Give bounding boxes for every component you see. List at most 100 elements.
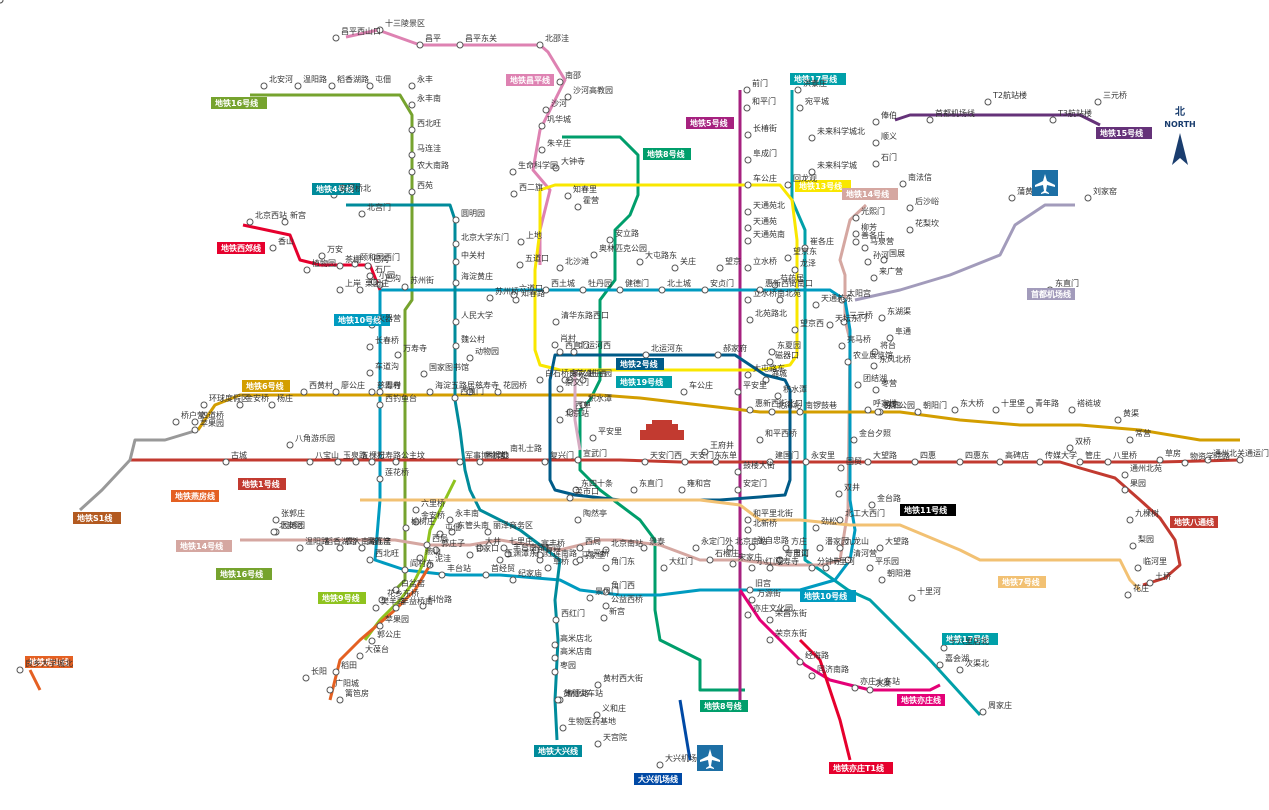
station-label[interactable]: 郭公庄 — [377, 629, 401, 639]
station-label[interactable]: 四惠东 — [965, 450, 989, 460]
station-marker[interactable] — [556, 264, 564, 272]
station-marker[interactable] — [850, 436, 858, 444]
station-marker[interactable] — [1008, 194, 1016, 202]
station-label[interactable]: 东湖渠 — [887, 306, 911, 316]
station-marker[interactable] — [840, 318, 848, 326]
station-marker[interactable] — [872, 118, 880, 126]
station-marker[interactable] — [812, 524, 820, 532]
station-marker[interactable] — [496, 556, 504, 564]
station-marker[interactable] — [748, 596, 756, 604]
station-label[interactable]: 荣京东街 — [775, 628, 807, 638]
station-marker[interactable] — [408, 151, 416, 159]
station-marker[interactable] — [552, 164, 560, 172]
station-marker[interactable] — [743, 86, 751, 94]
station-marker[interactable] — [476, 458, 484, 466]
station-label[interactable]: 太阳宫 — [847, 288, 871, 298]
station-marker[interactable] — [658, 286, 666, 294]
station-marker[interactable] — [246, 218, 254, 226]
station-marker[interactable] — [270, 528, 278, 536]
station-marker[interactable] — [556, 416, 564, 424]
station-marker[interactable] — [303, 266, 311, 274]
station-label[interactable]: 西单 — [575, 400, 591, 410]
station-label[interactable]: 金台路 — [877, 493, 901, 503]
station-marker[interactable] — [746, 316, 754, 324]
station-label[interactable]: 传媒大学 — [1045, 450, 1077, 460]
station-label[interactable]: 陶然亭 — [583, 508, 607, 518]
station-label[interactable]: 东大桥 — [960, 398, 984, 408]
station-marker[interactable] — [590, 251, 598, 259]
station-label[interactable]: 桥户营 — [181, 410, 205, 420]
station-marker[interactable] — [436, 530, 444, 538]
station-label[interactable]: 富丰桥 — [541, 538, 565, 548]
station-label[interactable]: 物资学院路 — [1190, 451, 1230, 461]
station-marker[interactable] — [392, 458, 400, 466]
station-label[interactable]: 惠新西街南口 — [765, 278, 813, 288]
station-marker[interactable] — [570, 348, 578, 356]
station-label[interactable]: 北京西站 — [255, 210, 287, 220]
station-marker[interactable] — [408, 168, 416, 176]
station-marker[interactable] — [791, 326, 799, 334]
station-marker[interactable] — [606, 236, 614, 244]
station-marker[interactable] — [743, 104, 751, 112]
station-label[interactable]: 中关村 — [461, 250, 485, 260]
station-label[interactable]: 永丰南 — [417, 93, 441, 103]
station-marker[interactable] — [448, 528, 456, 536]
station-marker[interactable] — [332, 34, 340, 42]
station-label[interactable]: 北运河西 — [579, 340, 611, 350]
station-marker[interactable] — [541, 458, 549, 466]
station-label[interactable]: 健德门 — [625, 278, 649, 288]
station-marker[interactable] — [681, 458, 689, 466]
station-label[interactable]: 长椿街 — [753, 123, 777, 133]
station-label[interactable]: 平安里 — [598, 426, 622, 436]
station-label[interactable]: 巴沟 — [385, 273, 401, 283]
station-label[interactable]: 东四 — [885, 400, 901, 410]
station-marker[interactable] — [366, 272, 374, 280]
station-marker[interactable] — [808, 564, 816, 572]
station-marker[interactable] — [844, 556, 852, 564]
station-label[interactable]: 花园桥 — [503, 380, 527, 390]
station-label[interactable]: 万寿寺 — [403, 343, 427, 353]
station-marker[interactable] — [392, 604, 400, 612]
station-marker[interactable] — [1068, 406, 1076, 414]
station-label[interactable]: 军事博物馆 — [465, 450, 505, 460]
station-marker[interactable] — [368, 637, 376, 645]
station-label[interactable]: 宋家庄 — [738, 552, 762, 562]
station-label[interactable]: 慈寿寺 — [377, 380, 401, 390]
station-label[interactable]: 大井 — [485, 536, 501, 546]
station-marker[interactable] — [589, 434, 597, 442]
station-marker[interactable] — [801, 244, 809, 252]
station-label[interactable]: 潞城 — [771, 368, 787, 378]
station-marker[interactable] — [561, 376, 569, 384]
station-marker[interactable] — [826, 321, 834, 329]
station-label[interactable]: 阎村东 — [410, 558, 434, 568]
station-label[interactable]: 七里庄 — [509, 536, 533, 546]
station-marker[interactable] — [796, 658, 804, 666]
station-marker[interactable] — [852, 230, 860, 238]
station-label[interactable]: 郭庄子 — [441, 538, 465, 548]
station-marker[interactable] — [260, 82, 268, 90]
station-label[interactable]: 大屯路东 — [753, 363, 785, 373]
station-marker[interactable] — [782, 544, 790, 552]
station-label[interactable]: 大望路 — [885, 536, 909, 546]
station-marker[interactable] — [326, 686, 334, 694]
station-label[interactable]: 南法信 — [908, 172, 932, 182]
station-label[interactable]: 积水潭 — [588, 393, 612, 403]
station-marker[interactable] — [766, 564, 774, 572]
station-marker[interactable] — [836, 516, 844, 524]
station-marker[interactable] — [281, 218, 289, 226]
station-marker[interactable] — [701, 448, 709, 456]
station-marker[interactable] — [908, 594, 916, 602]
station-marker[interactable] — [420, 370, 428, 378]
station-label[interactable]: 莲花桥 — [385, 467, 409, 477]
station-marker[interactable] — [517, 238, 525, 246]
station-label[interactable]: 玉泉路 — [343, 450, 367, 460]
station-marker[interactable] — [438, 571, 446, 579]
station-label[interactable]: 西直门 — [460, 386, 484, 396]
station-label[interactable]: 天安门东 — [690, 450, 722, 460]
station-marker[interactable] — [600, 614, 608, 622]
station-label[interactable]: 呼家楼 — [873, 398, 897, 408]
station-marker[interactable] — [837, 464, 845, 472]
station-label[interactable]: 圆明园 — [461, 209, 485, 218]
station-marker[interactable] — [1129, 542, 1137, 550]
station-marker[interactable] — [426, 561, 434, 569]
